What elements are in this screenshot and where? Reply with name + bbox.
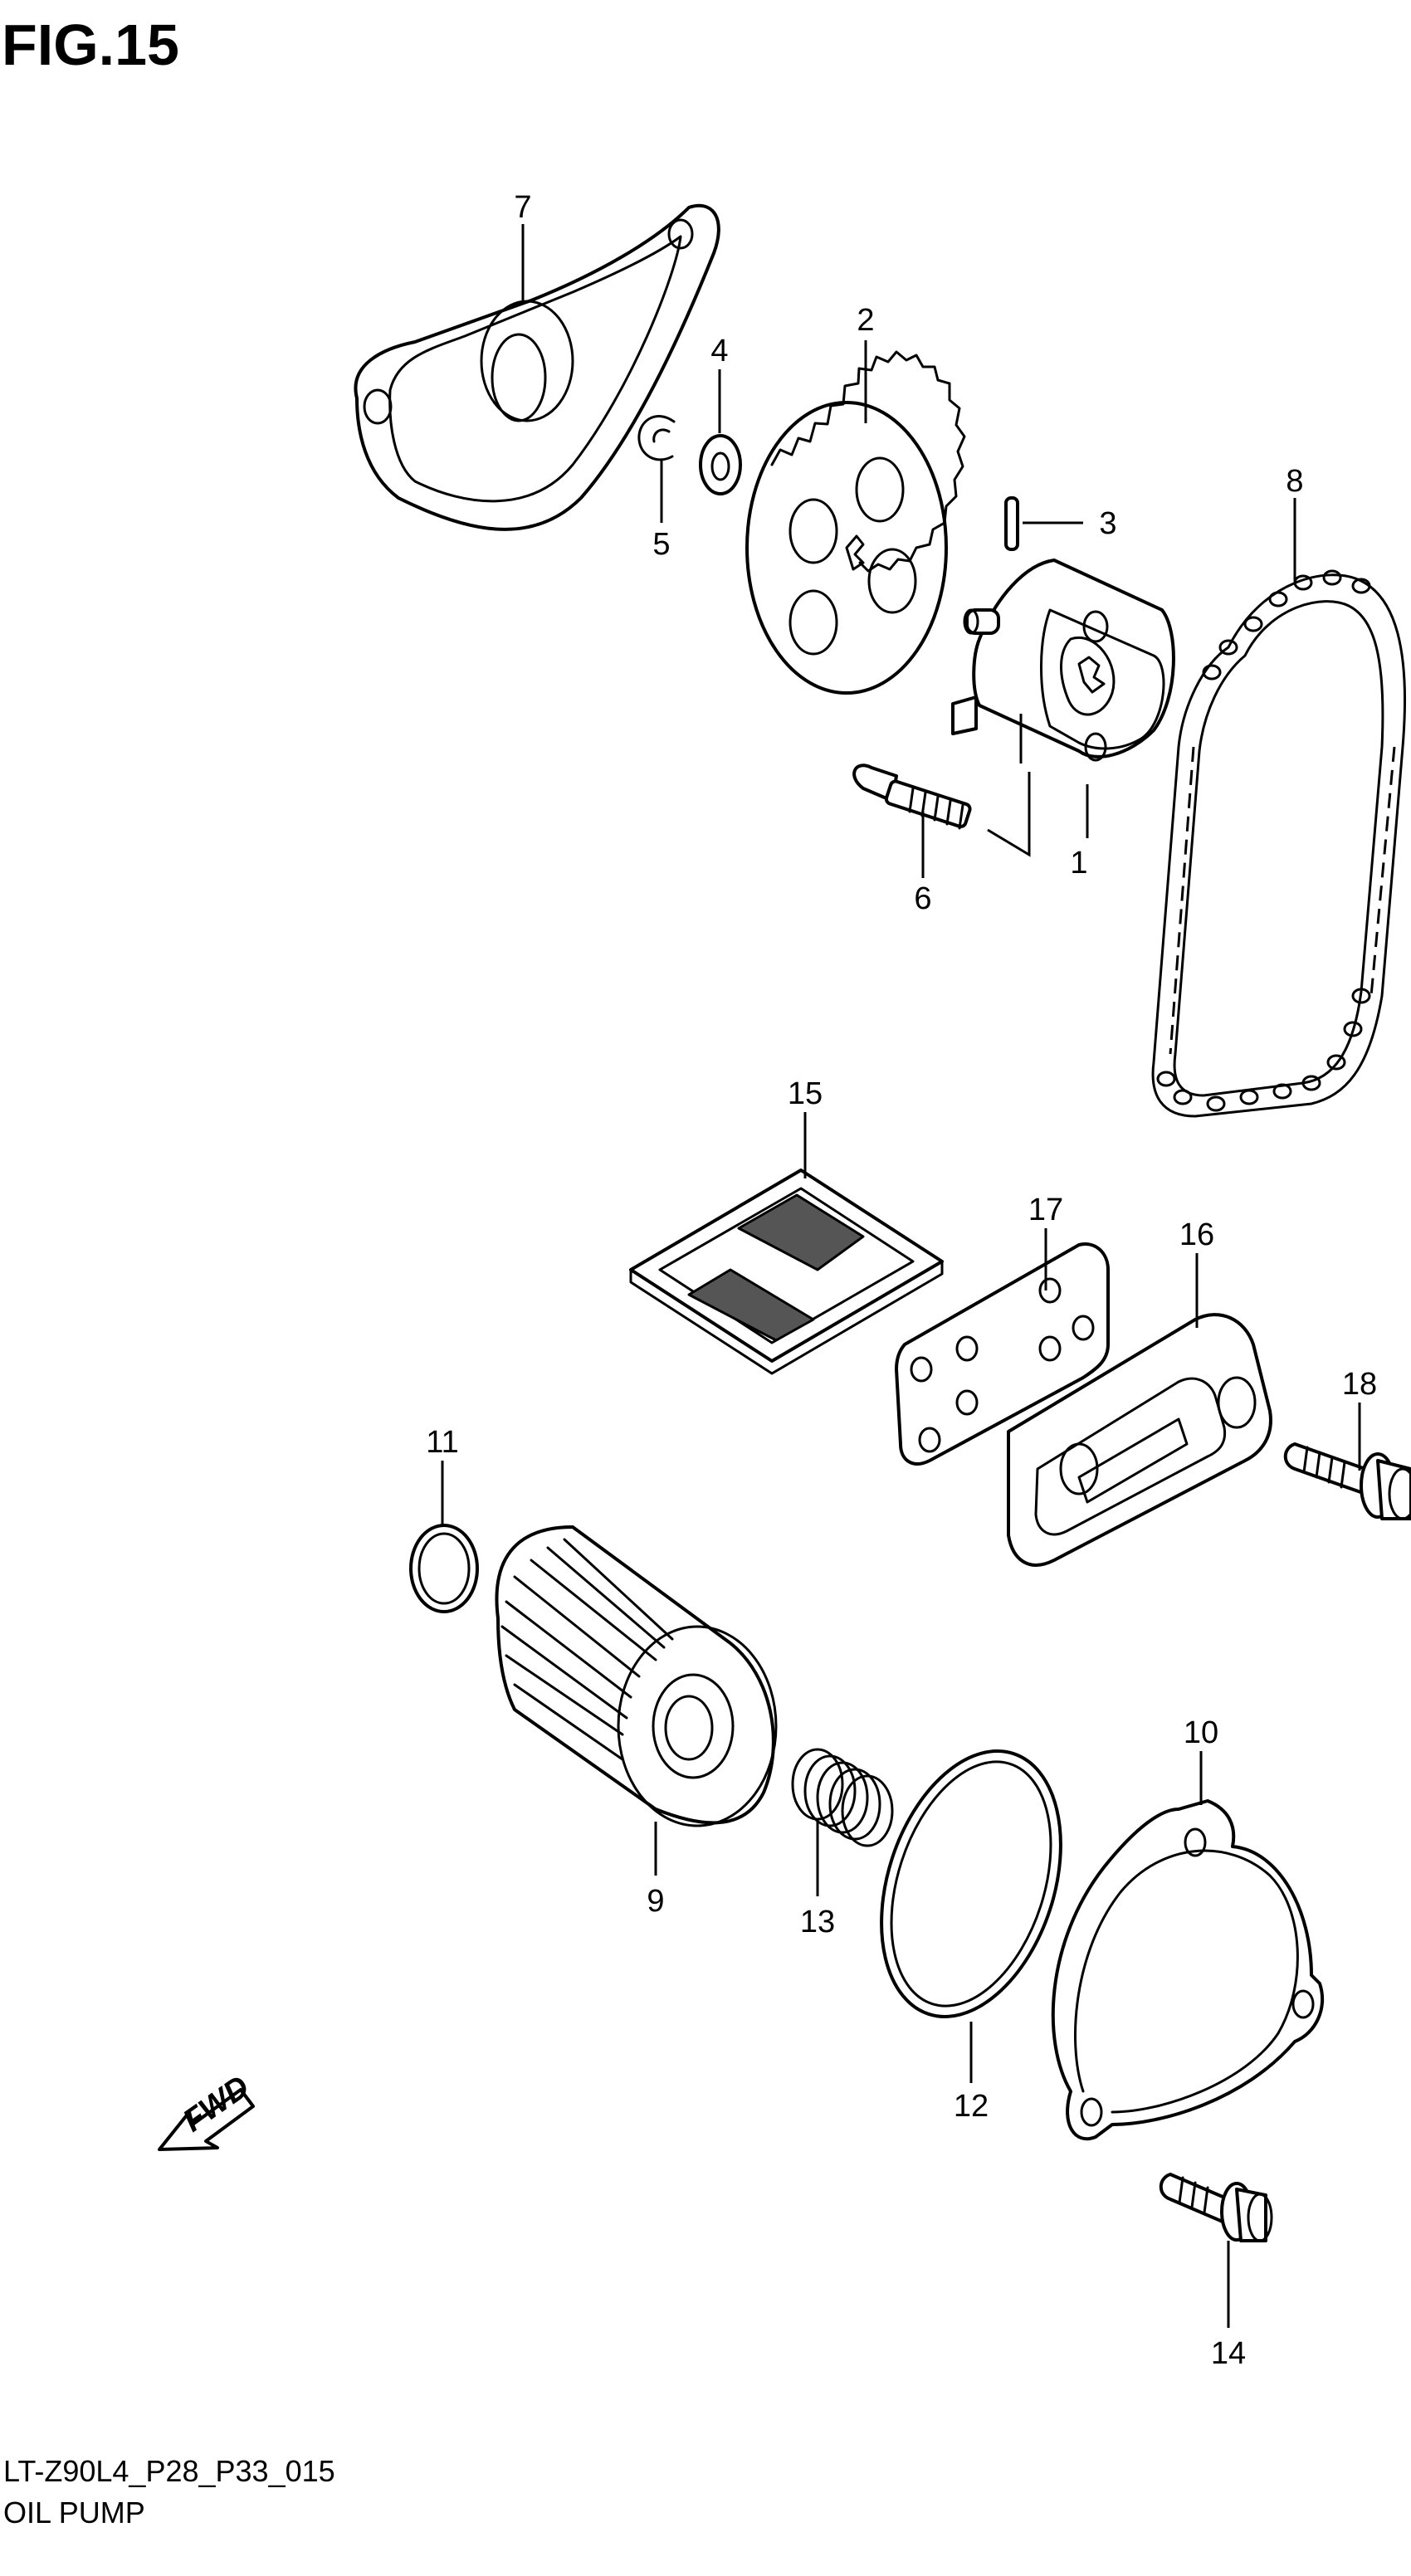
- callout-13[interactable]: 13: [800, 1905, 835, 1939]
- gasket-icon[interactable]: [895, 1242, 1110, 1466]
- gear-cover-icon[interactable]: [354, 203, 720, 531]
- callout-8[interactable]: 8: [1286, 464, 1303, 499]
- drive-chain-icon[interactable]: [1151, 569, 1407, 1118]
- callout-4[interactable]: 4: [710, 334, 728, 368]
- bolt-icon[interactable]: [1159, 2173, 1273, 2242]
- callout-labels: 1 2 3 4 5 6 7 8 9 10 11 12 13 14 15 16 1…: [426, 190, 1377, 2371]
- callout-9[interactable]: 9: [647, 1884, 664, 1919]
- callout-2[interactable]: 2: [857, 303, 874, 338]
- screw-icon[interactable]: [852, 764, 972, 830]
- oil-pump-body-icon[interactable]: [951, 559, 1175, 764]
- callout-14[interactable]: 14: [1211, 2336, 1246, 2371]
- strainer-icon[interactable]: [629, 1168, 944, 1375]
- callout-7[interactable]: 7: [514, 190, 531, 225]
- washer-icon[interactable]: [699, 434, 742, 495]
- callout-6[interactable]: 6: [914, 881, 931, 916]
- callout-16[interactable]: 16: [1179, 1217, 1214, 1252]
- figure-name: OIL PUMP: [3, 2496, 145, 2530]
- fwd-arrow-icon: FWD: [158, 2069, 256, 2151]
- filter-cap-icon[interactable]: [1051, 1799, 1325, 2140]
- driven-gear-icon[interactable]: [745, 350, 966, 695]
- callout-3[interactable]: 3: [1099, 506, 1116, 541]
- pin-icon[interactable]: [1004, 496, 1019, 551]
- figure-code: LT-Z90L4_P28_P33_015: [3, 2454, 335, 2488]
- spring-icon[interactable]: [791, 1748, 894, 1847]
- leader-lines: [441, 224, 1361, 2328]
- callout-12[interactable]: 12: [954, 2089, 989, 2124]
- strainer-cap-icon[interactable]: [1007, 1313, 1272, 1567]
- bolt-icon[interactable]: [1283, 1442, 1411, 1520]
- circlip-icon[interactable]: [637, 415, 676, 461]
- figure-title: FIG.15: [2, 12, 179, 77]
- callout-10[interactable]: 10: [1184, 1715, 1218, 1750]
- callout-15[interactable]: 15: [788, 1076, 823, 1111]
- callout-18[interactable]: 18: [1342, 1367, 1377, 1402]
- callout-1[interactable]: 1: [1070, 846, 1087, 881]
- callout-11[interactable]: 11: [426, 1425, 458, 1460]
- o-ring-large-icon[interactable]: [850, 1728, 1092, 2040]
- callout-5[interactable]: 5: [652, 527, 670, 562]
- callout-17[interactable]: 17: [1028, 1193, 1063, 1227]
- o-ring-icon[interactable]: [409, 1524, 479, 1613]
- oil-filter-icon[interactable]: [495, 1525, 778, 1827]
